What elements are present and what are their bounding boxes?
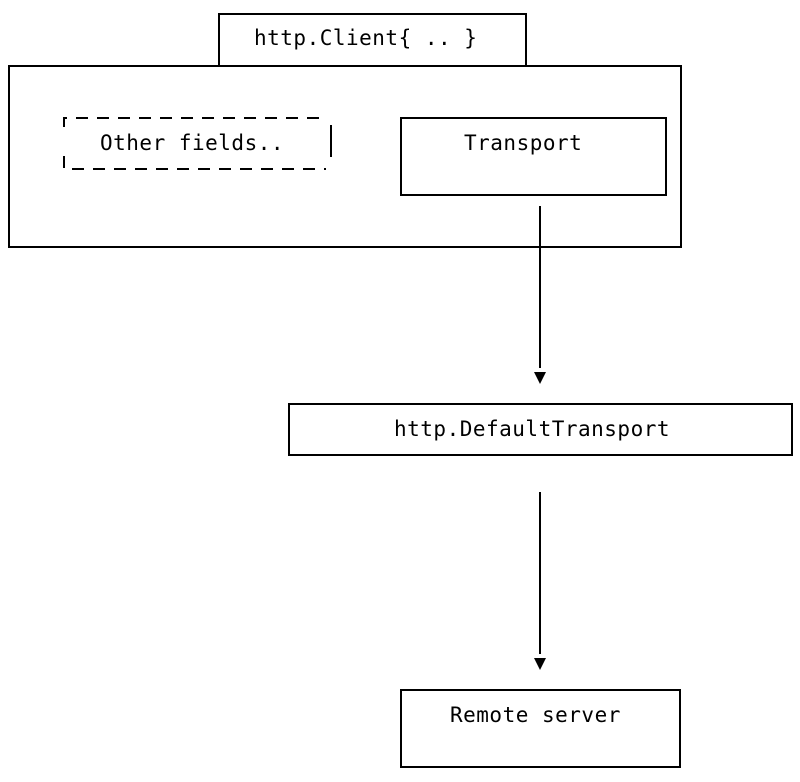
transport-box bbox=[400, 117, 667, 196]
client-title-label: http.Client{ .. } bbox=[254, 26, 478, 50]
other-fields-label: Other fields.. bbox=[100, 131, 285, 155]
transport-label: Transport bbox=[464, 131, 583, 155]
remote-server-label: Remote server bbox=[450, 703, 621, 727]
client-container bbox=[8, 65, 682, 248]
default-transport-box bbox=[288, 403, 793, 456]
remote-server-box bbox=[400, 689, 681, 768]
default-transport-label: http.DefaultTransport bbox=[394, 417, 671, 441]
client-title-box bbox=[218, 13, 527, 67]
